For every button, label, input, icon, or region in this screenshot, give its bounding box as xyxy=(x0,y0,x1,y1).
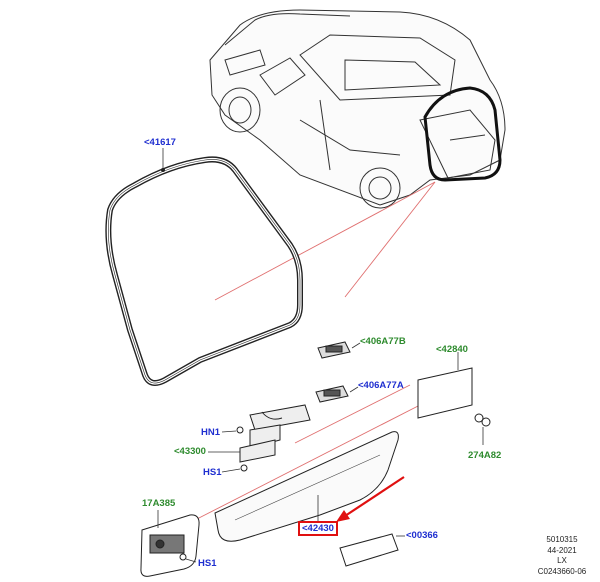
release-switch-43300 xyxy=(239,404,311,463)
callout-41617[interactable]: <41617 xyxy=(144,137,176,148)
licence-lamp-b xyxy=(317,341,351,359)
callout-274A82[interactable]: 274A82 xyxy=(468,450,502,461)
drawing-info-line3: LX xyxy=(557,556,567,565)
tailgate-seal-on-vehicle xyxy=(423,86,502,182)
callout-hn1[interactable]: HN1 xyxy=(201,427,221,438)
callout-42840[interactable]: <42840 xyxy=(436,344,468,355)
screws-hn1-hs1 xyxy=(236,426,248,472)
callout-hs1-bottom[interactable]: HS1 xyxy=(198,558,217,569)
drawing-info-line4: C0243660-06 xyxy=(537,566,587,576)
highlight-arrow xyxy=(336,476,405,522)
callout-43300[interactable]: <43300 xyxy=(174,446,206,457)
drawing-info-line2: 44-2021 xyxy=(547,545,577,555)
callout-406A77B[interactable]: <406A77B xyxy=(360,336,406,347)
vehicle-illustration xyxy=(209,9,506,209)
callout-hs1-top[interactable]: HS1 xyxy=(203,467,222,478)
callout-42430[interactable]: <42430 xyxy=(298,521,338,536)
callout-406A77A[interactable]: <406A77A xyxy=(358,380,404,391)
leader-hs1-bottom xyxy=(185,558,197,563)
fasteners-274A82 xyxy=(474,413,491,427)
leader-hs1-top xyxy=(221,468,241,473)
callout-00366[interactable]: <00366 xyxy=(406,530,438,541)
door-seal-41617 xyxy=(105,156,303,387)
leader-dot-41617 xyxy=(161,168,165,172)
leader-406A77A xyxy=(349,386,359,393)
leader-406A77B xyxy=(351,342,361,349)
drawing-info: 5010315 44-2021 LX C0243660-06 xyxy=(527,535,597,577)
screw-hs1-bottom xyxy=(179,553,187,561)
camera-bracket-17A385 xyxy=(140,514,200,577)
leader-lines xyxy=(194,181,436,521)
finisher-42430 xyxy=(214,431,399,542)
number-plate-42840 xyxy=(417,367,473,419)
drawing-info-line1: 5010315 xyxy=(546,535,578,544)
licence-lamp-a xyxy=(315,385,349,403)
leader-hn1 xyxy=(221,430,237,433)
finisher-detail xyxy=(234,454,381,521)
callout-17A385[interactable]: 17A385 xyxy=(142,498,176,509)
badge-00366 xyxy=(339,533,399,567)
